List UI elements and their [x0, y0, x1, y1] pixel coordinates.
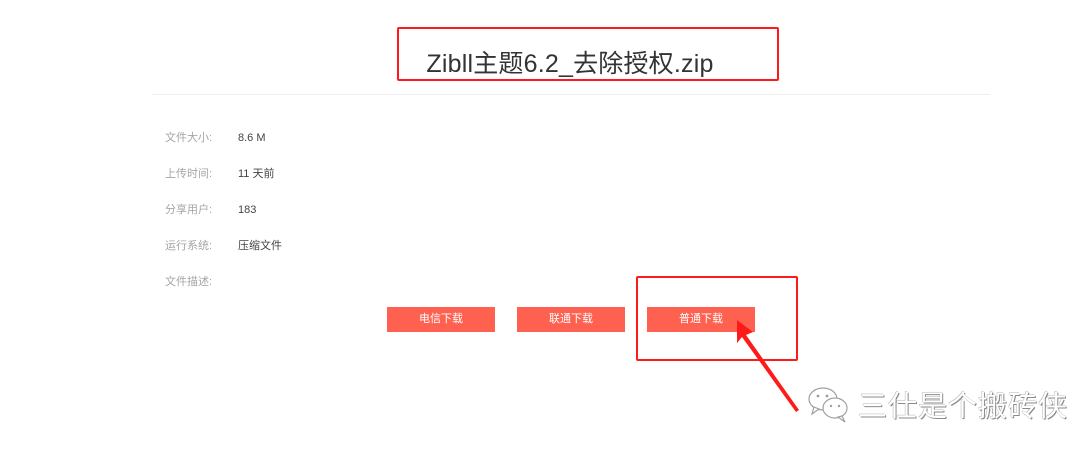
divider [152, 94, 990, 95]
info-value: 183 [238, 204, 257, 216]
info-label: 文件大小: [165, 132, 213, 144]
button-highlight-box [636, 276, 798, 361]
watermark: 三仕是个搬砖侠 [806, 384, 1068, 424]
normal-download-button[interactable]: 普通下载 [647, 307, 755, 332]
info-row-system: 运行系统: 压缩文件 [165, 239, 282, 253]
info-label: 文件描述: [165, 276, 213, 288]
info-row-share-user: 分享用户: 183 [165, 203, 256, 217]
wechat-icon [808, 387, 848, 423]
info-label: 分享用户: [165, 204, 213, 216]
info-label: 上传时间: [165, 168, 213, 180]
title-highlight-box [397, 27, 779, 81]
file-title: Zibll主题6.2_去除授权.zip [426, 50, 714, 78]
info-value: 11 天前 [238, 168, 275, 180]
info-row-description: 文件描述: [165, 275, 238, 289]
telecom-download-button[interactable]: 电信下载 [387, 307, 495, 332]
info-value: 8.6 M [238, 132, 266, 144]
info-row-upload-time: 上传时间: 11 天前 [165, 167, 274, 181]
watermark-text: 三仕是个搬砖侠 [858, 391, 1069, 423]
info-value: 压缩文件 [238, 240, 282, 252]
unicom-download-button[interactable]: 联通下载 [517, 307, 625, 332]
info-row-size: 文件大小: 8.6 M [165, 131, 266, 145]
info-label: 运行系统: [165, 240, 213, 252]
